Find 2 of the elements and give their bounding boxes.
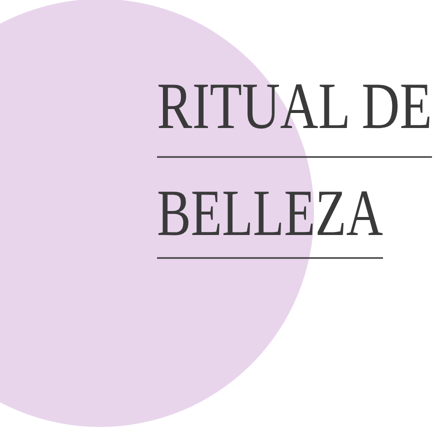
heading-text: BELLEZA [157, 181, 383, 247]
heading-text: RITUAL DE [157, 74, 432, 140]
